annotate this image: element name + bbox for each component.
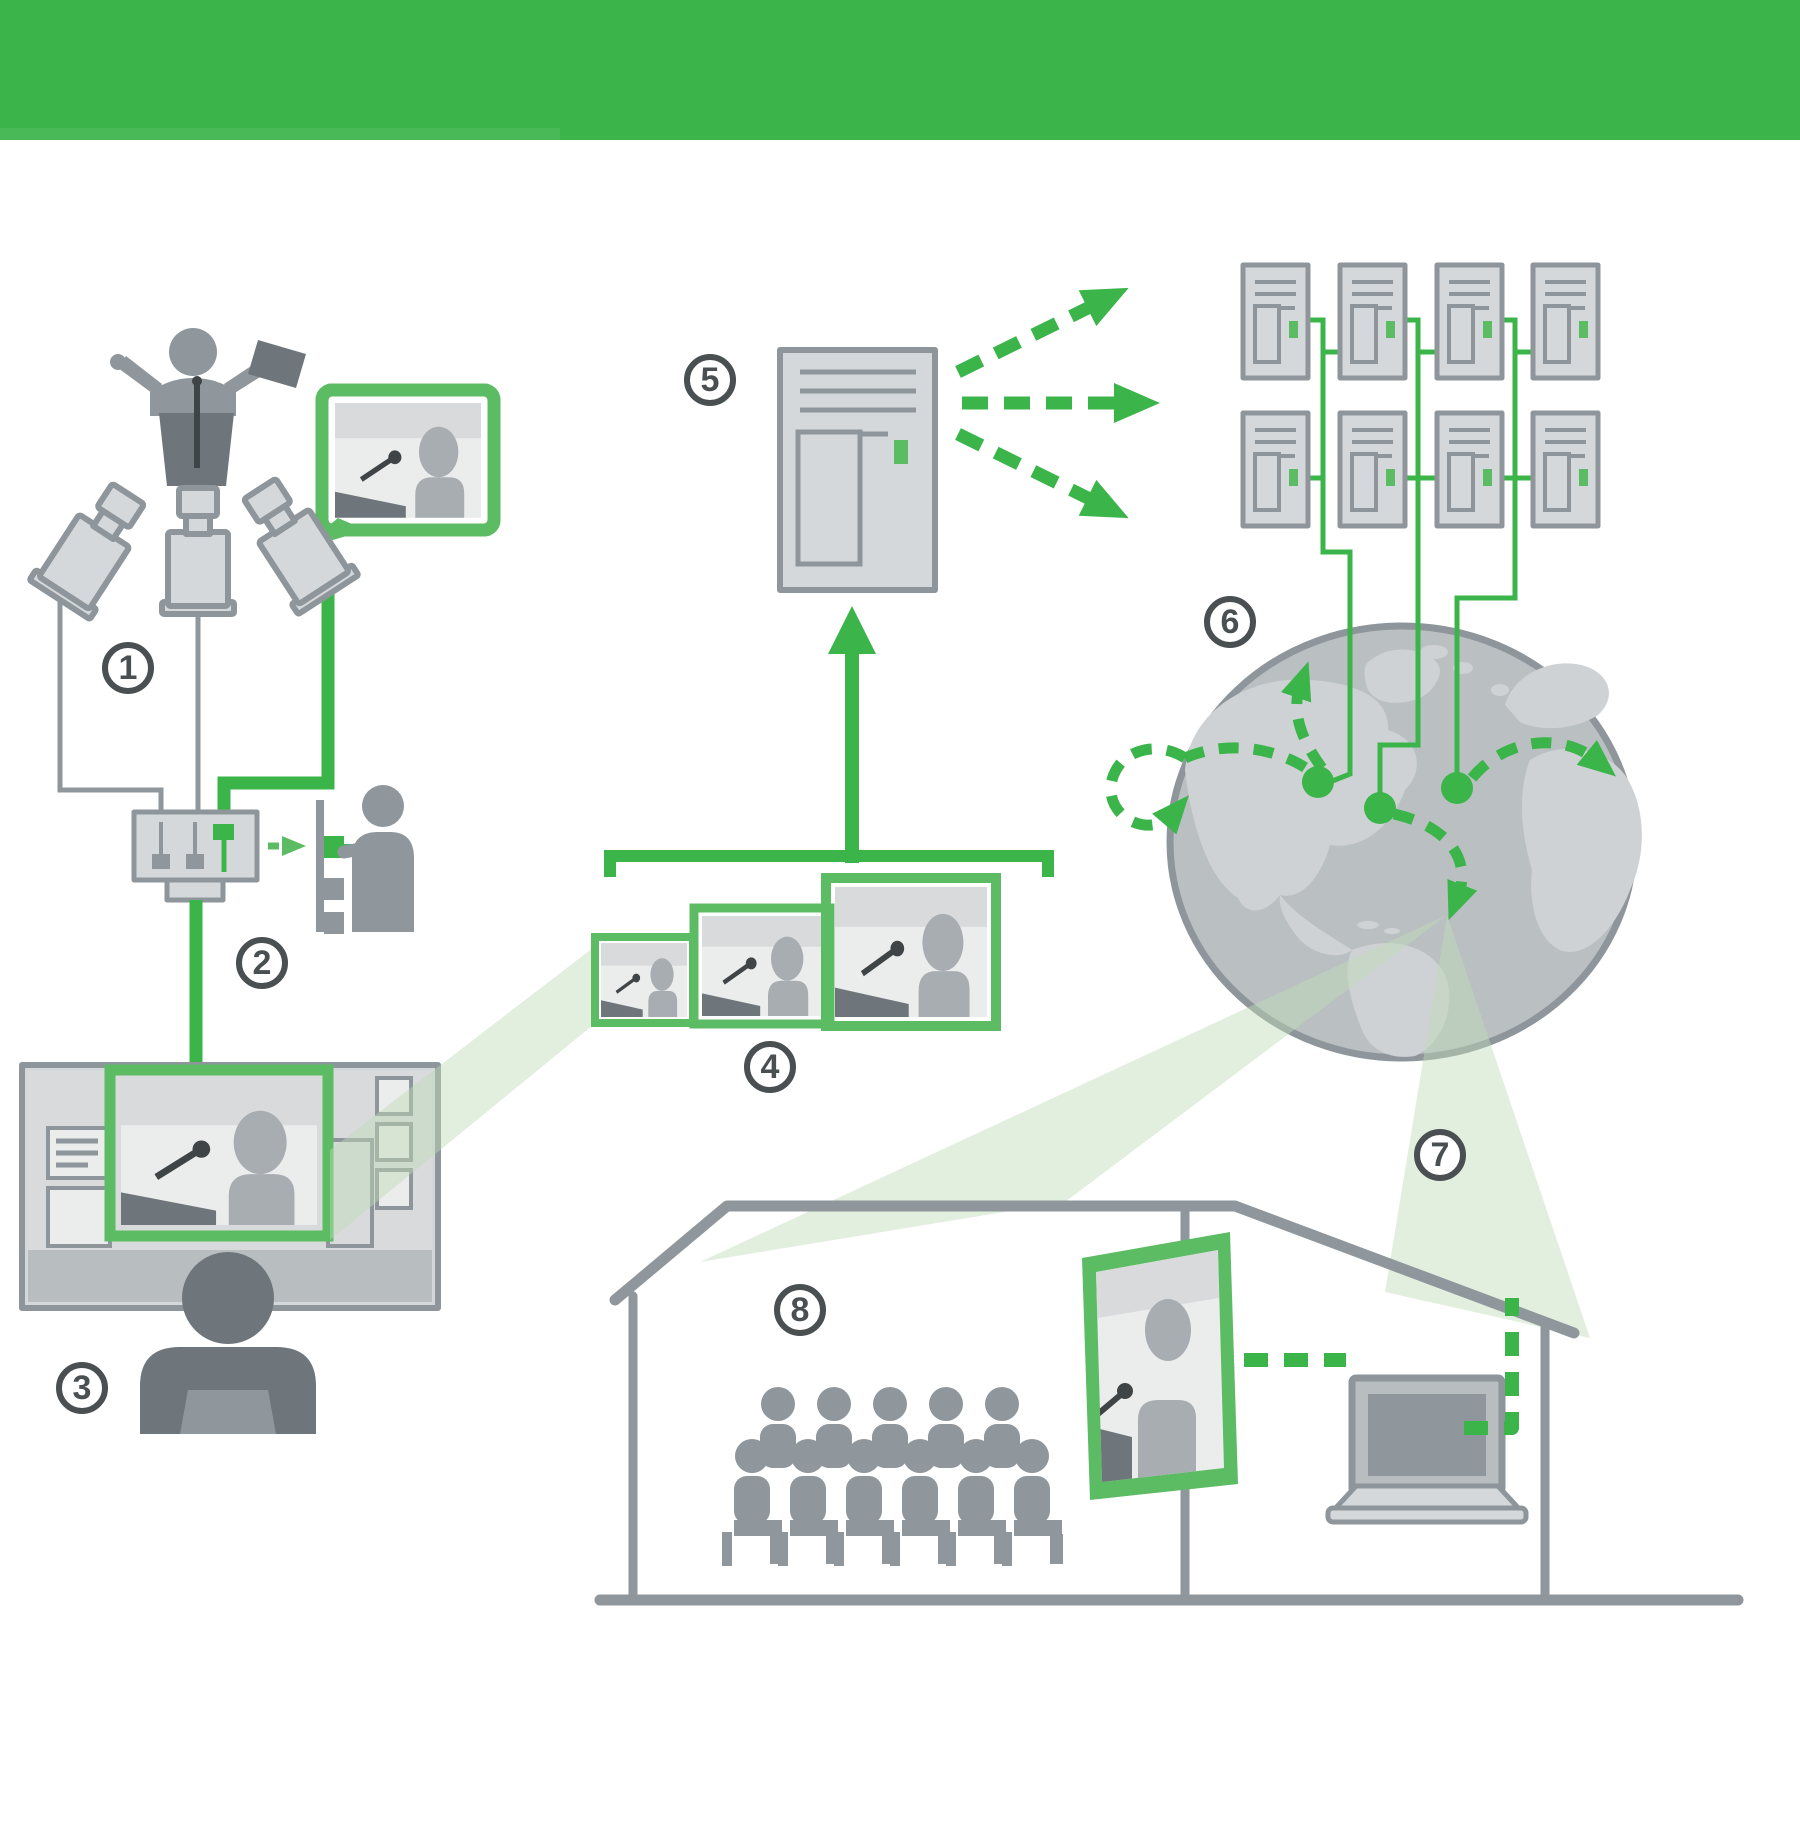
internet-to-laptop-cable: [1464, 1298, 1519, 1435]
monitor-beam: [330, 944, 598, 1240]
frame-small: [591, 933, 697, 1027]
edge-server-icon: [1533, 413, 1598, 526]
bracket: [604, 850, 1054, 877]
encoding-group: [330, 606, 1054, 1240]
header-strip: [0, 128, 560, 140]
edge-server-icon: [1533, 265, 1598, 378]
step-badge-1: 1: [102, 642, 154, 694]
edge-server-icon: [1340, 265, 1405, 378]
step-badge-2: 2: [236, 937, 288, 989]
operator-figure: [337, 785, 414, 932]
globe-node: [1364, 792, 1396, 824]
globe-node: [1441, 772, 1473, 804]
edge-server-icon: [1437, 265, 1502, 378]
step-badge-6: 6: [1204, 596, 1256, 648]
edge-server-icon: [1243, 265, 1308, 378]
display-screen: [1082, 1232, 1238, 1500]
globe-group: [1166, 622, 1642, 1062]
step-badge-4: 4: [744, 1041, 796, 1093]
viewer-figure: [140, 1252, 316, 1434]
camera-right-cable-active: [217, 588, 335, 816]
book-icon: [248, 340, 306, 388]
delivery-beam-right: [1385, 915, 1590, 1338]
server-led: [894, 440, 908, 464]
camera-center-icon: [162, 488, 234, 614]
camera-left-cable: [57, 598, 164, 814]
edge-server-icon: [1243, 413, 1308, 526]
program-video-bubble: [300, 383, 501, 550]
step-badge-8: 8: [774, 1284, 826, 1336]
stage-capture-group: [29, 328, 501, 816]
step-badge-3: 3: [56, 1362, 108, 1414]
header-bar: [0, 0, 1800, 140]
monitoring-group: [19, 900, 441, 1434]
home-group: [594, 1200, 1744, 1606]
globe-land: [1185, 645, 1642, 1057]
camera-left-icon: [29, 474, 158, 619]
audience-group: [722, 1387, 1063, 1566]
edge-server-icon: [1340, 413, 1405, 526]
delivery-beam-left: [700, 915, 1447, 1262]
speaker-figure: [110, 328, 306, 486]
globe-node: [1302, 766, 1334, 798]
laptop-icon: [1325, 1374, 1529, 1525]
step-badge-7: 7: [1414, 1129, 1466, 1181]
video-mixer-group: [131, 785, 414, 934]
broadcast-arrows: [955, 287, 1160, 519]
frame-large: [821, 873, 1001, 1031]
frame-medium: [689, 903, 835, 1029]
monitor-preview: [104, 1064, 334, 1242]
globe-routes: [1105, 661, 1617, 921]
server-cluster-group: [1243, 265, 1598, 796]
streaming-server-group: [777, 287, 1160, 593]
cluster-links: [1308, 317, 1533, 796]
edge-server-icon: [1437, 413, 1502, 526]
step-badge-5: 5: [684, 354, 736, 406]
